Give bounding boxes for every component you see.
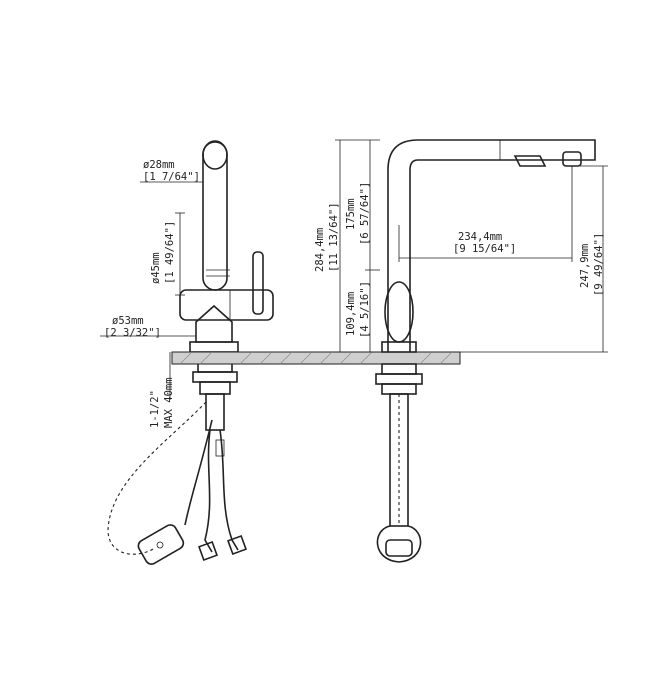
countertop-slab [171,351,461,365]
base-diameter-metric: ø53mm [112,315,144,327]
left-hose-cold [204,429,213,553]
spout-reach-metric: 234,4mm [458,231,502,243]
left-shank [205,393,225,431]
spout-clearance-metric: 247,9mm [579,244,591,288]
left-hose-fitting-1 [198,541,218,561]
left-pullout-hose [184,419,213,526]
right-spout [387,139,596,352]
left-faucet-view [107,140,274,565]
upper-height-metric: 175mm [345,198,357,230]
left-lever-handle [252,251,264,315]
body-diameter-metric: ø45mm [150,252,162,284]
mounting-thickness-imperial: MAX 40mm [163,377,175,428]
countertop [171,351,461,365]
base-diameter-imperial: [2 3/32"] [104,327,161,339]
right-body [384,281,414,343]
left-base-flange [189,341,239,353]
upper-height-imperial: [6 57/64"] [359,182,371,245]
left-nut-3 [199,381,231,395]
right-faucet-view [375,139,596,563]
right-base-flange [381,341,417,353]
spout-diameter-metric: ø28mm [143,159,175,171]
left-hose-clip [215,439,225,457]
left-hose-fitting-2 [227,535,247,555]
right-nut-1 [381,363,417,375]
countertop-hatch [179,351,453,365]
dimension-labels: ø28mm [1 7/64"] ø45mm [1 49/64"] ø53mm [… [104,159,605,428]
left-hose-hot [219,429,239,551]
dimension-lines [100,139,608,400]
spout-reach-imperial: [9 15/64"] [453,243,516,255]
total-height-imperial: [11 13/64"] [328,202,340,272]
left-cone-base [195,304,233,343]
spout-diameter-imperial: [1 7/64"] [143,171,200,183]
right-spray-head-tip [562,151,582,167]
lower-height-metric: 109,4mm [345,292,357,336]
left-body [179,289,274,321]
right-nut-2 [375,373,423,385]
body-diameter-imperial: [1 49/64"] [164,221,176,284]
left-nut-2 [192,371,238,383]
lower-height-imperial: [4 5/16"] [359,281,371,338]
left-hose-weight [137,524,185,565]
right-hose-weight [385,539,413,557]
right-hose-loop [376,525,422,563]
spout-clearance-imperial: [9 49/64"] [593,233,605,296]
left-spout-cap [202,140,228,170]
right-spray-nozzle [513,155,547,167]
mounting-thickness-metric: 1-1/2" [149,390,161,428]
total-height-metric: 284,4mm [314,228,326,272]
right-nut-3 [381,383,417,395]
